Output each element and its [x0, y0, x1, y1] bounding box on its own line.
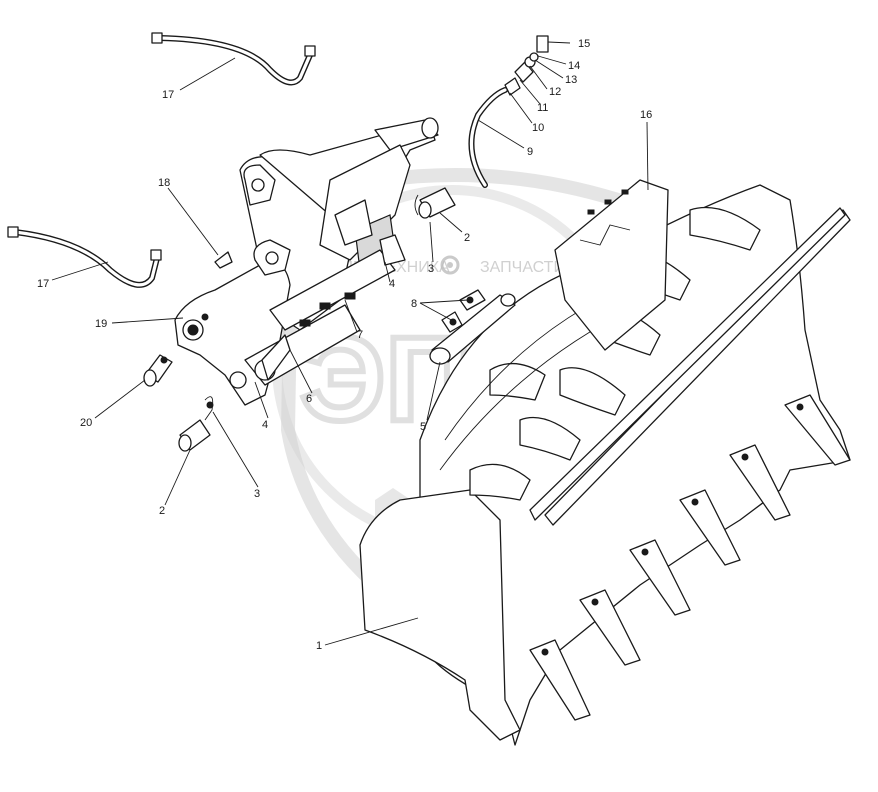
callout-3-upper: 3 — [428, 263, 434, 275]
callout-9: 9 — [527, 146, 533, 158]
watermark-right-text: ЗАПЧАСТИ — [480, 259, 565, 276]
callout-14: 14 — [568, 60, 580, 72]
callout-19: 19 — [95, 318, 107, 330]
leader-lines — [51, 41, 649, 646]
callout-8: 8 — [411, 298, 417, 310]
callout-11: 11 — [537, 102, 548, 114]
callout-15: 15 — [578, 38, 590, 50]
hose-17-upper — [151, 32, 316, 86]
pin-upper — [414, 187, 456, 219]
callout-17-upper: 17 — [162, 89, 174, 101]
coupler-frame — [174, 117, 439, 406]
callout-4-lower: 4 — [262, 419, 268, 431]
side-plate-16 — [554, 179, 669, 351]
callout-3-lower: 3 — [254, 488, 260, 500]
callout-2-lower: 2 — [159, 505, 165, 517]
hose-17-lower — [7, 226, 162, 288]
callout-16: 16 — [640, 109, 652, 121]
callout-7: 7 — [357, 329, 363, 341]
bucket-teeth — [529, 394, 851, 721]
bucket-edge-lip — [529, 207, 846, 521]
callout-12: 12 — [549, 86, 561, 98]
callout-20: 20 — [80, 417, 92, 429]
bucket-ribs — [469, 206, 761, 501]
callout-13: 13 — [565, 74, 577, 86]
callout-4-upper: 4 — [389, 278, 395, 290]
callout-1: 1 — [316, 640, 322, 652]
callout-6: 6 — [306, 393, 312, 405]
callout-18: 18 — [158, 177, 170, 189]
callout-2-upper: 2 — [464, 232, 470, 244]
callout-labels: 1 2 2 3 3 4 4 5 6 7 8 9 10 11 12 13 14 1… — [37, 38, 652, 652]
callout-17-lower: 17 — [37, 278, 49, 290]
fittings-10-15 — [504, 35, 549, 96]
locking-cylinder — [429, 289, 516, 365]
pin-lower — [178, 396, 214, 452]
gear-icon — [440, 255, 460, 275]
bucket-side-plate — [359, 489, 521, 741]
callout-5: 5 — [420, 421, 426, 433]
bucket — [359, 184, 851, 746]
pin-20 — [143, 354, 173, 387]
callout-10: 10 — [532, 122, 544, 134]
wedge-18 — [214, 251, 233, 269]
hose-9 — [468, 87, 508, 188]
